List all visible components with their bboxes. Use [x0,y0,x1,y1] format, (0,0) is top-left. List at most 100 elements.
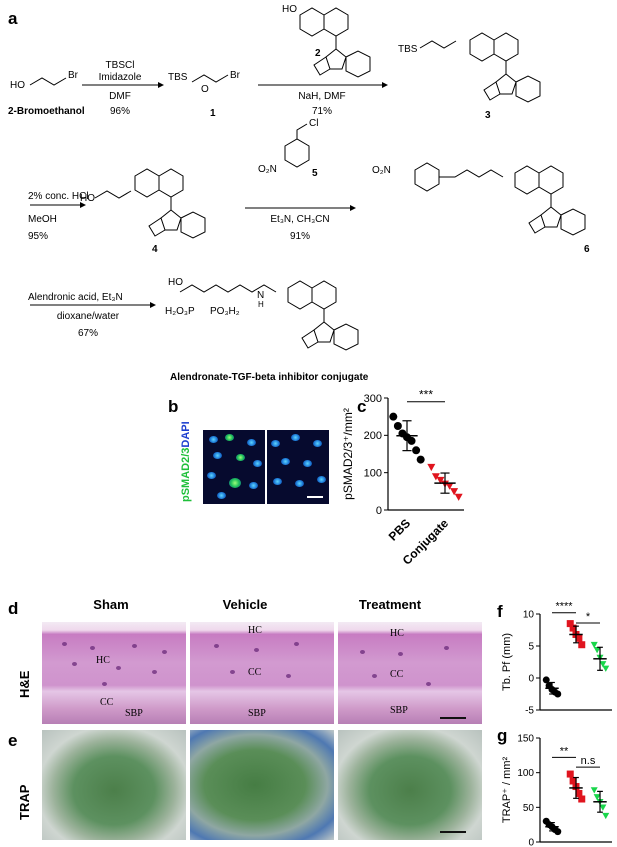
conjugate-structure [179,280,359,351]
significance-label: * [586,611,591,623]
compound3-structure [419,32,541,103]
panel-label-a: a [8,9,18,28]
chondrocyte [116,666,121,670]
panel-label-f: f [497,602,503,621]
chondrocyte [444,646,449,650]
arrow-step1-head [158,82,164,88]
nucleus [317,476,326,483]
he-image-treatment: HC CC SBP [338,622,482,724]
start-ho: HO [10,80,25,91]
compound5-structure [284,123,310,168]
conjugate-n: N [257,290,265,301]
compound1-o: O [201,84,209,95]
panel-label-c: c [357,397,367,416]
data-point [578,795,586,803]
y-axis-label: Tb. Pf (mm) [501,633,513,691]
data-point [575,634,583,642]
panel-label-e: e [8,731,18,750]
compound1-label: 1 [210,108,216,119]
zone-hc: HC [96,655,110,666]
compound4-ho: HO [80,193,95,204]
nucleus [303,460,312,467]
zone-sbp: SBP [125,708,143,719]
step5-yield: 67% [77,328,99,339]
compound2-structure [299,7,371,78]
chondrocyte [72,662,77,666]
data-point [602,665,610,672]
col-header-vehicle: Vehicle [222,597,268,612]
data-point [593,647,601,654]
step1-reagent-1: TBSCl [105,60,135,71]
zone-sbp: SBP [390,705,408,716]
y-tick-label: 0 [528,674,534,685]
scale-bar [307,496,323,498]
compound3-label: 3 [485,110,491,121]
data-point [566,620,574,628]
chondrocyte [162,650,167,654]
y-axis-label: TRAP⁺ / mm² [501,757,513,824]
data-point [599,661,607,668]
synthesis-scheme [29,7,586,351]
data-point [578,641,586,649]
y-tick-label: 150 [517,734,534,745]
bromoethanol-bonds [29,77,67,86]
col-header-sham: Sham [93,597,129,612]
data-point [407,436,416,445]
nucleus [236,454,245,461]
data-point [412,446,421,455]
data-point [590,641,598,649]
nucleus [249,482,258,489]
panel-b-ylabel: pSMAD2/3DAPI [180,421,192,502]
chondrocyte [132,644,137,648]
step1-yield: 96% [109,106,131,117]
y-tick-label: 300 [364,393,382,405]
data-point [436,476,445,485]
nucleus [295,480,304,487]
step3-reagents: 2% conc. HCl [28,191,89,202]
chondrocyte [426,682,431,686]
data-point [599,804,607,811]
compound5-no2: O₂N [258,164,277,175]
significance-label: *** [419,390,433,402]
nucleus [229,478,241,488]
step1-reagent-2: Imidazole [98,72,142,83]
trap-image-sham [42,730,186,840]
conjugate-ho: HO [168,277,183,288]
arrow-step2-head [382,82,388,88]
y-tick-label: 10 [523,610,535,621]
compound5-cl: Cl [309,118,319,129]
compound2-ho: HO [282,4,297,15]
compound1-br: Br [230,70,240,81]
zone-hc: HC [390,628,404,639]
y-tick-label: -5 [525,706,534,717]
y-tick-label: 100 [364,468,382,480]
nucleus [281,458,290,465]
chondrocyte [294,642,299,646]
he-image-vehicle: HC CC SBP [190,622,334,724]
row-label-he: H&E [17,670,32,698]
micrograph-conjugate [267,430,329,504]
y-tick-label: 200 [364,430,382,442]
step3-yield: 95% [28,231,49,242]
nucleus [225,434,234,441]
panel-label-d: d [8,599,19,618]
y-tick-label: 0 [528,838,534,847]
nucleus [207,472,216,479]
col-header-treatment: Treatment [358,597,422,612]
nucleus [213,452,222,459]
micrograph-pbs [203,430,265,504]
significance-label: n.s [581,755,596,767]
chondrocyte [90,646,95,650]
step2-reagents: NaH, DMF [298,91,346,102]
step4-reagents: Et₃N, CH₃CN [270,214,330,225]
chondrocyte [286,674,291,678]
chondrocyte [360,650,365,654]
he-image-sham: HC CC SBP [42,622,186,724]
chondrocyte [152,670,157,674]
data-point [590,787,598,794]
data-point [416,455,425,464]
chondrocyte [398,652,403,656]
